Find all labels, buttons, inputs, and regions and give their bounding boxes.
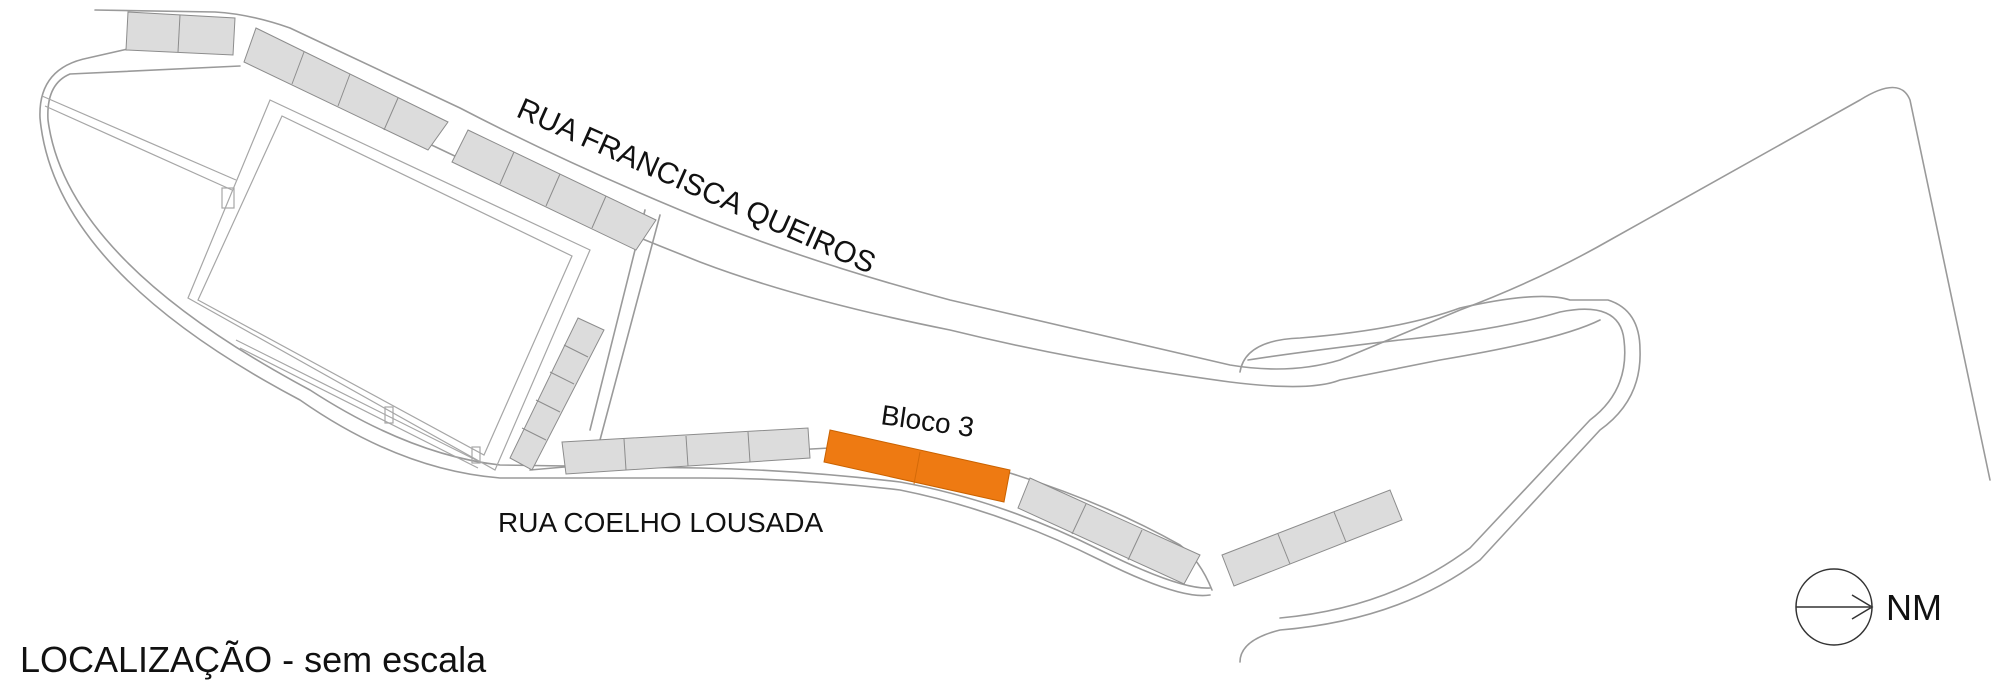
building-north-2-divider-1 (291, 51, 305, 85)
building-southeast (1221, 489, 1403, 587)
building-north-1 (125, 11, 236, 56)
building-west-diagonal-divider-2 (549, 371, 575, 385)
west-boundary-inner (47, 65, 1211, 589)
building-north-2-divider-2 (337, 73, 351, 107)
building-west-diagonal (509, 317, 605, 471)
connector-b (599, 214, 661, 441)
south-loop-road (1239, 295, 1641, 663)
building-north-3-divider-2 (545, 173, 561, 207)
building-north-2-divider-3 (383, 97, 399, 131)
building-southeast-divider-2 (1333, 511, 1347, 543)
south-loop-road-inner (1247, 308, 1626, 619)
north-arrow-head (1851, 594, 1874, 620)
north-arrow (1795, 568, 1874, 646)
building-west-diagonal-divider-4 (521, 427, 547, 441)
block-label: Bloco 3 (879, 399, 976, 443)
courtyard-ramp-line-2 (44, 105, 233, 191)
street-south-label: RUA COELHO LOUSADA (498, 507, 824, 538)
courtyard-stairs (221, 187, 235, 209)
building-south-1-divider-3 (747, 431, 751, 463)
courtyard-edge-line-1 (235, 339, 481, 463)
building-north-3-divider-3 (591, 195, 607, 229)
courtyard (41, 95, 591, 471)
building-north-3-divider-1 (499, 151, 515, 185)
building-west-diagonal-divider-1 (563, 344, 589, 358)
building-north-3 (451, 129, 657, 251)
west-boundary-outer (39, 25, 1211, 597)
courtyard-ramp-line-1 (41, 95, 237, 181)
site-outline (39, 9, 1991, 663)
building-blocks (125, 11, 1403, 587)
building-west-diagonal-divider-3 (535, 399, 561, 413)
courtyard-stairs-3 (471, 446, 481, 464)
building-north-1-divider (177, 14, 181, 53)
courtyard-stairs-2 (384, 406, 394, 424)
building-south-2-divider-2 (1127, 529, 1143, 561)
building-north-2 (243, 27, 449, 151)
building-southeast-divider-1 (1277, 533, 1291, 565)
building-south-2 (1017, 477, 1201, 585)
building-south-2-divider-1 (1071, 503, 1087, 535)
courtyard-inner (197, 115, 573, 456)
courtyard-edge-line-2 (239, 347, 479, 469)
north-street-curb-upper (94, 9, 1991, 481)
building-south-1-divider-2 (685, 435, 689, 467)
north-street-curb-lower (244, 61, 1601, 388)
north-marker-label: NM (1886, 587, 1942, 628)
building-south-1-divider-1 (623, 438, 627, 471)
map-caption: LOCALIZAÇÃO - sem escala (20, 639, 487, 680)
courtyard-outer (187, 99, 591, 471)
bloco-3-divider (913, 451, 921, 485)
